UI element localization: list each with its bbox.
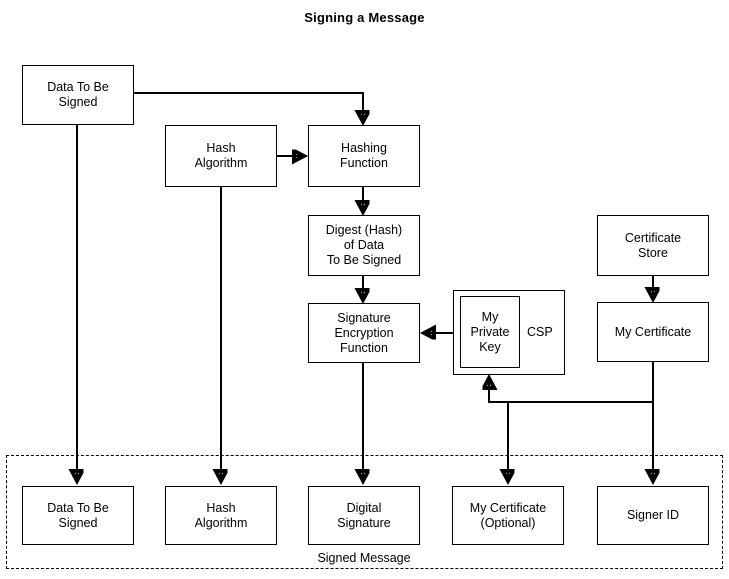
- node-my-private-key[interactable]: My Private Key: [460, 296, 520, 368]
- wire-data-to-hashing: [133, 92, 363, 121]
- node-signature-encryption-function[interactable]: Signature Encryption Function: [308, 303, 420, 363]
- node-output-digital-signature[interactable]: Digital Signature: [308, 486, 420, 545]
- node-output-data-to-be-signed[interactable]: Data To Be Signed: [22, 486, 134, 545]
- node-data-to-be-signed[interactable]: Data To Be Signed: [22, 65, 134, 125]
- node-certificate-store[interactable]: Certificate Store: [597, 215, 709, 276]
- node-digest[interactable]: Digest (Hash) of Data To Be Signed: [308, 215, 420, 276]
- node-output-hash-algorithm[interactable]: Hash Algorithm: [165, 486, 277, 545]
- csp-label: CSP: [527, 325, 553, 339]
- signed-message-caption: Signed Message: [317, 551, 411, 565]
- page-title: Signing a Message: [304, 10, 425, 25]
- signed-message-container: [6, 455, 723, 569]
- node-output-signer-id[interactable]: Signer ID: [597, 486, 709, 545]
- node-hashing-function[interactable]: Hashing Function: [308, 125, 420, 187]
- node-output-my-certificate-optional[interactable]: My Certificate (Optional): [452, 486, 564, 545]
- node-hash-algorithm[interactable]: Hash Algorithm: [165, 125, 277, 187]
- node-my-certificate[interactable]: My Certificate: [597, 302, 709, 362]
